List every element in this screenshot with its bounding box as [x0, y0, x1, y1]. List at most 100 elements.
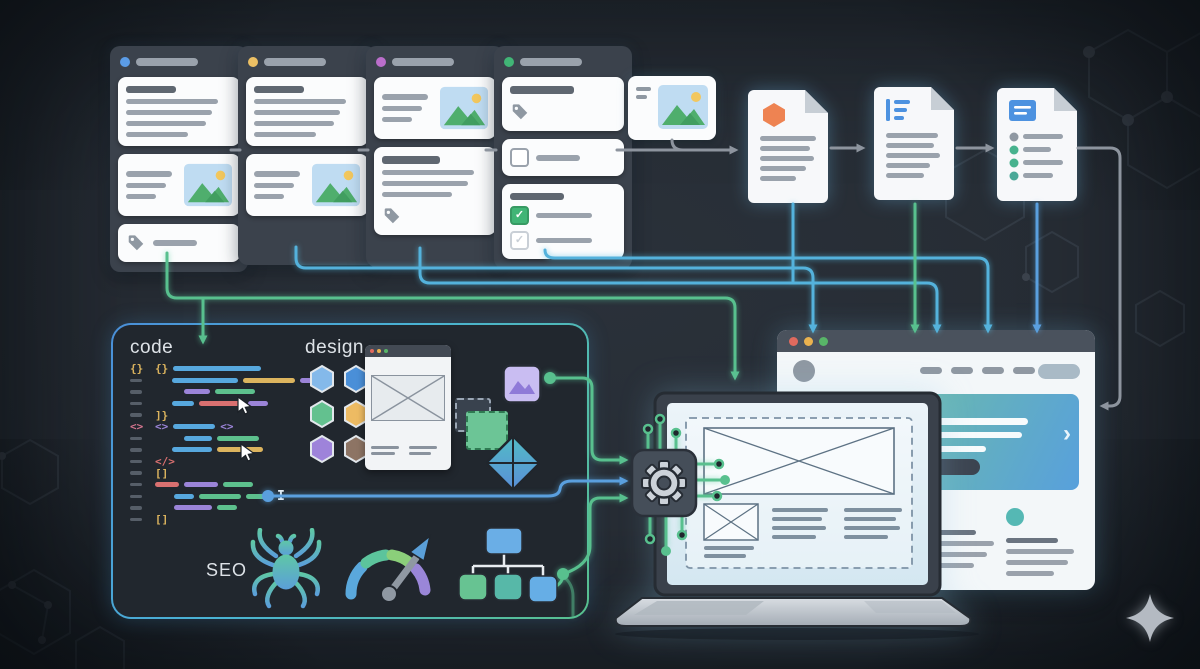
placeholder-line: [126, 110, 212, 115]
code-line-bar: [172, 447, 212, 453]
code-label: code: [130, 337, 174, 358]
code-line: [130, 375, 328, 387]
color-hexagon-icon: [310, 399, 334, 429]
placeholder-line: [510, 193, 564, 200]
checklist-row: [1009, 132, 1063, 142]
logo-circle: [793, 360, 815, 382]
mouse-cursor-icon: [237, 396, 253, 415]
image-placeholder-icon: [440, 86, 488, 130]
placeholder-line: [126, 99, 218, 104]
text-line: [1006, 571, 1054, 576]
browser-titlebar: [777, 330, 1095, 352]
nav-link-bar: [982, 367, 1004, 374]
checkbox-checked-icon: ✓: [510, 206, 529, 225]
code-line-bar: [173, 366, 262, 372]
code-line-bar: [184, 389, 210, 395]
nav-cta-pill: [1038, 364, 1080, 379]
kanban-column: [366, 46, 504, 267]
kanban-card: [374, 147, 496, 235]
wireframe-hero-placeholder: [371, 375, 445, 421]
feature-dot: [1006, 508, 1024, 526]
placeholder-line: [409, 446, 437, 449]
nav-link-bar: [951, 367, 973, 374]
placeholder-line: [126, 86, 176, 93]
code-line-bar: [217, 435, 259, 441]
code-line-bar: [155, 482, 179, 488]
tag-icon: [384, 208, 400, 224]
column-status-dot: [376, 57, 386, 67]
performance-gauge-icon: [345, 534, 432, 602]
code-token: {}: [155, 362, 169, 376]
code-line-bar: [184, 482, 218, 488]
code-line: []: [130, 467, 328, 479]
seo-label: SEO: [206, 560, 248, 580]
hero-text-line: [932, 432, 1022, 438]
placeholder-line: [510, 86, 574, 94]
kanban-card: [118, 154, 240, 216]
column-title-bar: [264, 58, 326, 66]
code-line-bar: [199, 401, 243, 407]
placeholder-line: [371, 452, 395, 455]
code-line-bar: [172, 401, 194, 407]
code-editor: {}{}]}<><><></>[]I[]: [130, 363, 328, 525]
code-line-bar: [223, 482, 253, 488]
text-cursor-icon: I: [277, 488, 285, 504]
tag-icon: [128, 235, 144, 251]
placeholder-line: [254, 183, 294, 188]
spider-crawler-icon: [250, 528, 322, 609]
code-token: ]}: [155, 408, 169, 422]
placeholder-line: [126, 183, 166, 188]
code-line-bar: [184, 435, 212, 441]
placeholder-line: [126, 121, 206, 126]
window-dot-icon: [384, 349, 388, 353]
code-line-bar: [172, 377, 238, 383]
column-title-bar: [136, 58, 198, 66]
kanban-card: [374, 77, 496, 139]
placeholder-line: [371, 446, 399, 449]
column-status-dot: [120, 57, 130, 67]
checkbox-checked-icon: ✓: [510, 231, 529, 250]
diamond-shape: [486, 436, 540, 490]
placeholder-line: [382, 156, 440, 164]
code-token: {}: [130, 362, 144, 376]
mouse-cursor-icon: [240, 443, 256, 462]
kanban-card: [502, 77, 624, 131]
placeholder-line: [409, 452, 431, 455]
color-hexagon-icon: [310, 434, 334, 464]
kanban-card: [118, 224, 240, 262]
code-line: </>: [130, 456, 328, 468]
kanban-column: [238, 46, 376, 265]
document-3: [997, 88, 1077, 201]
code-line: [130, 444, 328, 456]
placeholder-line: [254, 132, 316, 137]
kanban-card: [246, 77, 368, 146]
placeholder-line: [382, 181, 468, 186]
text-line: [1006, 560, 1068, 565]
code-token: []: [155, 513, 169, 527]
placeholder-line: [382, 106, 422, 111]
text-line: [1006, 538, 1058, 543]
placeholder-line: [254, 194, 284, 199]
placeholder-line: [254, 110, 340, 115]
code-line-bar: [199, 493, 241, 499]
placeholder-line: [382, 170, 474, 175]
file-icon: [1009, 100, 1036, 121]
code-line-bar: [215, 389, 255, 395]
column-title-bar: [520, 58, 582, 66]
page-fold: [1054, 88, 1077, 111]
page-fold: [805, 90, 828, 113]
placeholder-line: [254, 121, 334, 126]
code-line: <><><>: [130, 421, 328, 433]
code-line: [130, 433, 328, 445]
hero-text-line: [930, 418, 1028, 425]
window-dot-icon: [370, 349, 374, 353]
code-line-bar: [243, 377, 295, 383]
code-token: </>: [155, 455, 175, 469]
code-line-bar: [174, 493, 194, 499]
sitemap-icon: [458, 527, 558, 603]
placeholder-line: [636, 87, 651, 91]
placeholder-line: [153, 240, 197, 246]
code-line-bar: [248, 401, 268, 407]
code-line: [130, 398, 328, 410]
